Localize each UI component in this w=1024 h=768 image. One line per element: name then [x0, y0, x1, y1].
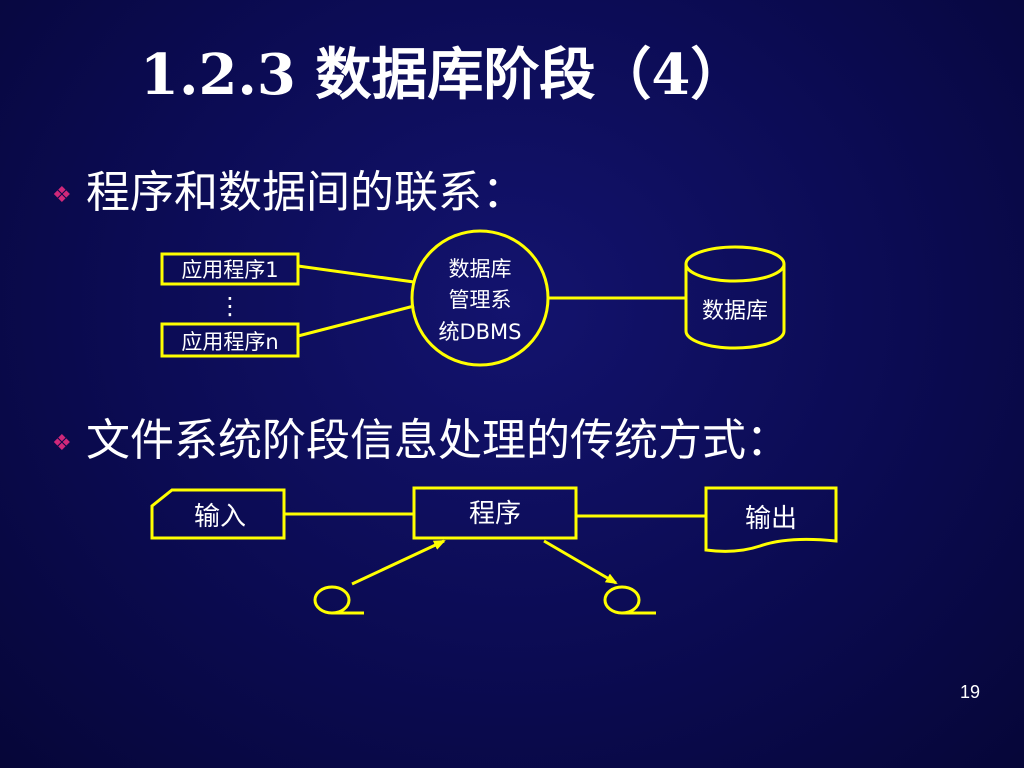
input-label: 输入 — [194, 502, 246, 532]
program-box — [412, 486, 578, 540]
app-label-last: 应用程序n — [181, 330, 278, 354]
program-data-diagram: 应用程序1 ⋮ 应用程序n 数据库 管理系 统DBMS 数据库 — [160, 229, 786, 367]
diamond-bullet-icon: ❖ — [52, 182, 72, 208]
bullet-file-system-processing: ❖ 文件系统阶段信息处理的传统方式： — [52, 404, 790, 468]
app-box-first — [160, 252, 300, 286]
output-tape-icon — [603, 585, 656, 615]
input-shape — [150, 488, 286, 540]
ellipsis-vertical: ⋮ — [218, 292, 242, 320]
output-document-shape — [704, 486, 838, 553]
dbms-label-line-2: 管理系 — [449, 288, 512, 312]
input-tape-icon — [313, 585, 364, 615]
page-number: 19 — [959, 682, 980, 702]
arrow-tape-to-program — [351, 539, 446, 586]
database-label: 数据库 — [702, 299, 768, 324]
file-processing-diagram: 输入 程序 输出 — [150, 486, 838, 615]
app-box-last — [160, 322, 300, 358]
dbms-label-line-3: 统DBMS — [438, 320, 521, 344]
bullet-text: 文件系统阶段信息处理的传统方式： — [86, 415, 790, 466]
connector-app1-dbms — [297, 264, 415, 284]
slide-title: 1.2.3 数据库阶段（4） — [140, 42, 747, 108]
dbms-label-line-1: 数据库 — [449, 257, 512, 281]
dbms-ellipse — [410, 229, 550, 367]
connector-appn-dbms — [297, 304, 415, 338]
program-label: 程序 — [469, 499, 521, 529]
bullet-program-data-relation: ❖ 程序和数据间的联系： — [52, 156, 526, 220]
arrow-program-to-tape — [543, 539, 618, 585]
diamond-bullet-icon: ❖ — [52, 430, 72, 456]
bullet-text: 程序和数据间的联系： — [86, 167, 526, 218]
app-label-first: 应用程序1 — [181, 258, 278, 282]
database-cylinder-top — [684, 263, 786, 283]
output-label: 输出 — [745, 504, 797, 534]
database-cylinder — [684, 245, 786, 350]
